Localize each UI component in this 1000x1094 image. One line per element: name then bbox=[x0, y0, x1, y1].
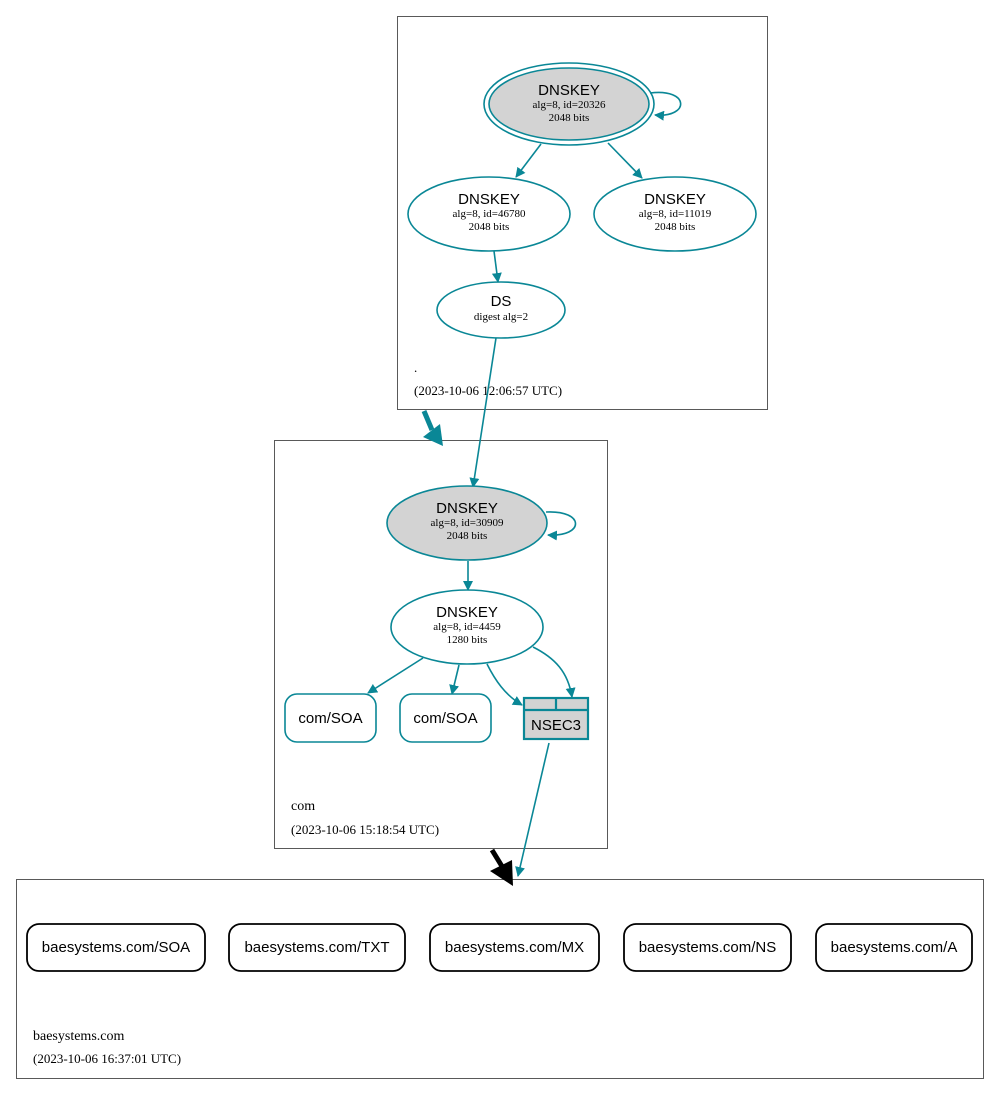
node-com-soa-1[interactable]: com/SOA bbox=[284, 693, 377, 743]
zone-com-name: com bbox=[291, 799, 315, 814]
node-root-zsk2-title: DNSKEY bbox=[644, 191, 706, 208]
edge-com-zsk-nsec3-a bbox=[486, 663, 523, 706]
node-com-zsk-title: DNSKEY bbox=[436, 604, 498, 621]
node-com-soa-1-label: com/SOA bbox=[298, 710, 362, 727]
node-root-zsk1-title: DNSKEY bbox=[458, 191, 520, 208]
zone-baesystems: baesystems.com (2023-10-06 16:37:01 UTC) bbox=[16, 879, 984, 1079]
edge-root-zsk1-ds bbox=[491, 250, 502, 283]
record-label: baesystems.com/MX bbox=[445, 939, 584, 956]
node-com-zsk-line1: alg=8, id=4459 bbox=[433, 621, 501, 633]
edge-nsec3-baesystems bbox=[515, 742, 550, 877]
zone-root-border bbox=[397, 16, 768, 410]
node-nsec3[interactable]: NSEC3 bbox=[522, 696, 590, 741]
node-com-ds-title: DS bbox=[491, 293, 512, 310]
node-com-ds-line1: digest alg=2 bbox=[474, 311, 528, 323]
zone-baesystems-border bbox=[16, 879, 984, 1079]
node-nsec3-label: NSEC3 bbox=[531, 717, 581, 734]
node-root-zsk2[interactable]: DNSKEY alg=8, id=11019 2048 bits bbox=[593, 176, 757, 252]
edge-com-zsk-nsec3-b bbox=[532, 646, 576, 698]
edge-root-ksk-self bbox=[649, 91, 682, 121]
node-root-zsk2-line2: 2048 bits bbox=[655, 221, 696, 233]
node-com-soa-2[interactable]: com/SOA bbox=[399, 693, 492, 743]
node-root-ksk-line2: 2048 bits bbox=[549, 112, 590, 124]
node-root-ksk[interactable]: DNSKEY alg=8, id=20326 2048 bits bbox=[483, 62, 655, 146]
node-root-zsk1-line1: alg=8, id=46780 bbox=[453, 208, 526, 220]
record-baesystems-a[interactable]: baesystems.com/A bbox=[815, 923, 973, 972]
record-label: baesystems.com/TXT bbox=[244, 939, 389, 956]
delegation-com-baesystems bbox=[489, 848, 513, 886]
node-com-ds[interactable]: DS digest alg=2 bbox=[436, 281, 566, 339]
node-com-ksk-line2: 2048 bits bbox=[447, 530, 488, 542]
edge-root-ksk-zsk1 bbox=[515, 143, 542, 178]
record-baesystems-txt[interactable]: baesystems.com/TXT bbox=[228, 923, 406, 972]
edge-com-ksk-self bbox=[545, 511, 577, 541]
edge-root-ksk-zsk2 bbox=[607, 142, 643, 179]
record-baesystems-ns[interactable]: baesystems.com/NS bbox=[623, 923, 792, 972]
edges bbox=[367, 91, 682, 877]
node-root-zsk1-line2: 2048 bits bbox=[469, 221, 510, 233]
edge-com-zsk-soa1 bbox=[367, 657, 424, 694]
node-com-ksk-title: DNSKEY bbox=[436, 500, 498, 517]
record-label: baesystems.com/NS bbox=[639, 939, 777, 956]
node-com-zsk-line2: 1280 bits bbox=[447, 634, 488, 646]
edge-ds-com-ksk bbox=[469, 337, 497, 488]
node-com-ksk-line1: alg=8, id=30909 bbox=[431, 517, 504, 529]
record-baesystems-soa[interactable]: baesystems.com/SOA bbox=[26, 923, 206, 972]
edge-com-zsk-soa2 bbox=[449, 664, 460, 695]
node-root-zsk2-line1: alg=8, id=11019 bbox=[639, 208, 712, 220]
zone-baesystems-timestamp: (2023-10-06 16:37:01 UTC) bbox=[33, 1051, 181, 1066]
node-root-ksk-title: DNSKEY bbox=[538, 82, 600, 99]
zone-baesystems-name: baesystems.com bbox=[33, 1029, 124, 1044]
node-com-ksk[interactable]: DNSKEY alg=8, id=30909 2048 bits bbox=[386, 485, 548, 561]
zone-root-name: . bbox=[414, 360, 417, 375]
node-root-ksk-line1: alg=8, id=20326 bbox=[533, 99, 606, 111]
record-label: baesystems.com/SOA bbox=[42, 939, 190, 956]
node-root-zsk1[interactable]: DNSKEY alg=8, id=46780 2048 bits bbox=[407, 176, 571, 252]
record-label: baesystems.com/A bbox=[831, 939, 958, 956]
node-com-soa-2-label: com/SOA bbox=[413, 710, 477, 727]
zone-com-timestamp: (2023-10-06 15:18:54 UTC) bbox=[291, 822, 439, 837]
node-com-zsk[interactable]: DNSKEY alg=8, id=4459 1280 bits bbox=[390, 589, 544, 665]
record-baesystems-mx[interactable]: baesystems.com/MX bbox=[429, 923, 600, 972]
delegation-root-com bbox=[421, 410, 443, 446]
